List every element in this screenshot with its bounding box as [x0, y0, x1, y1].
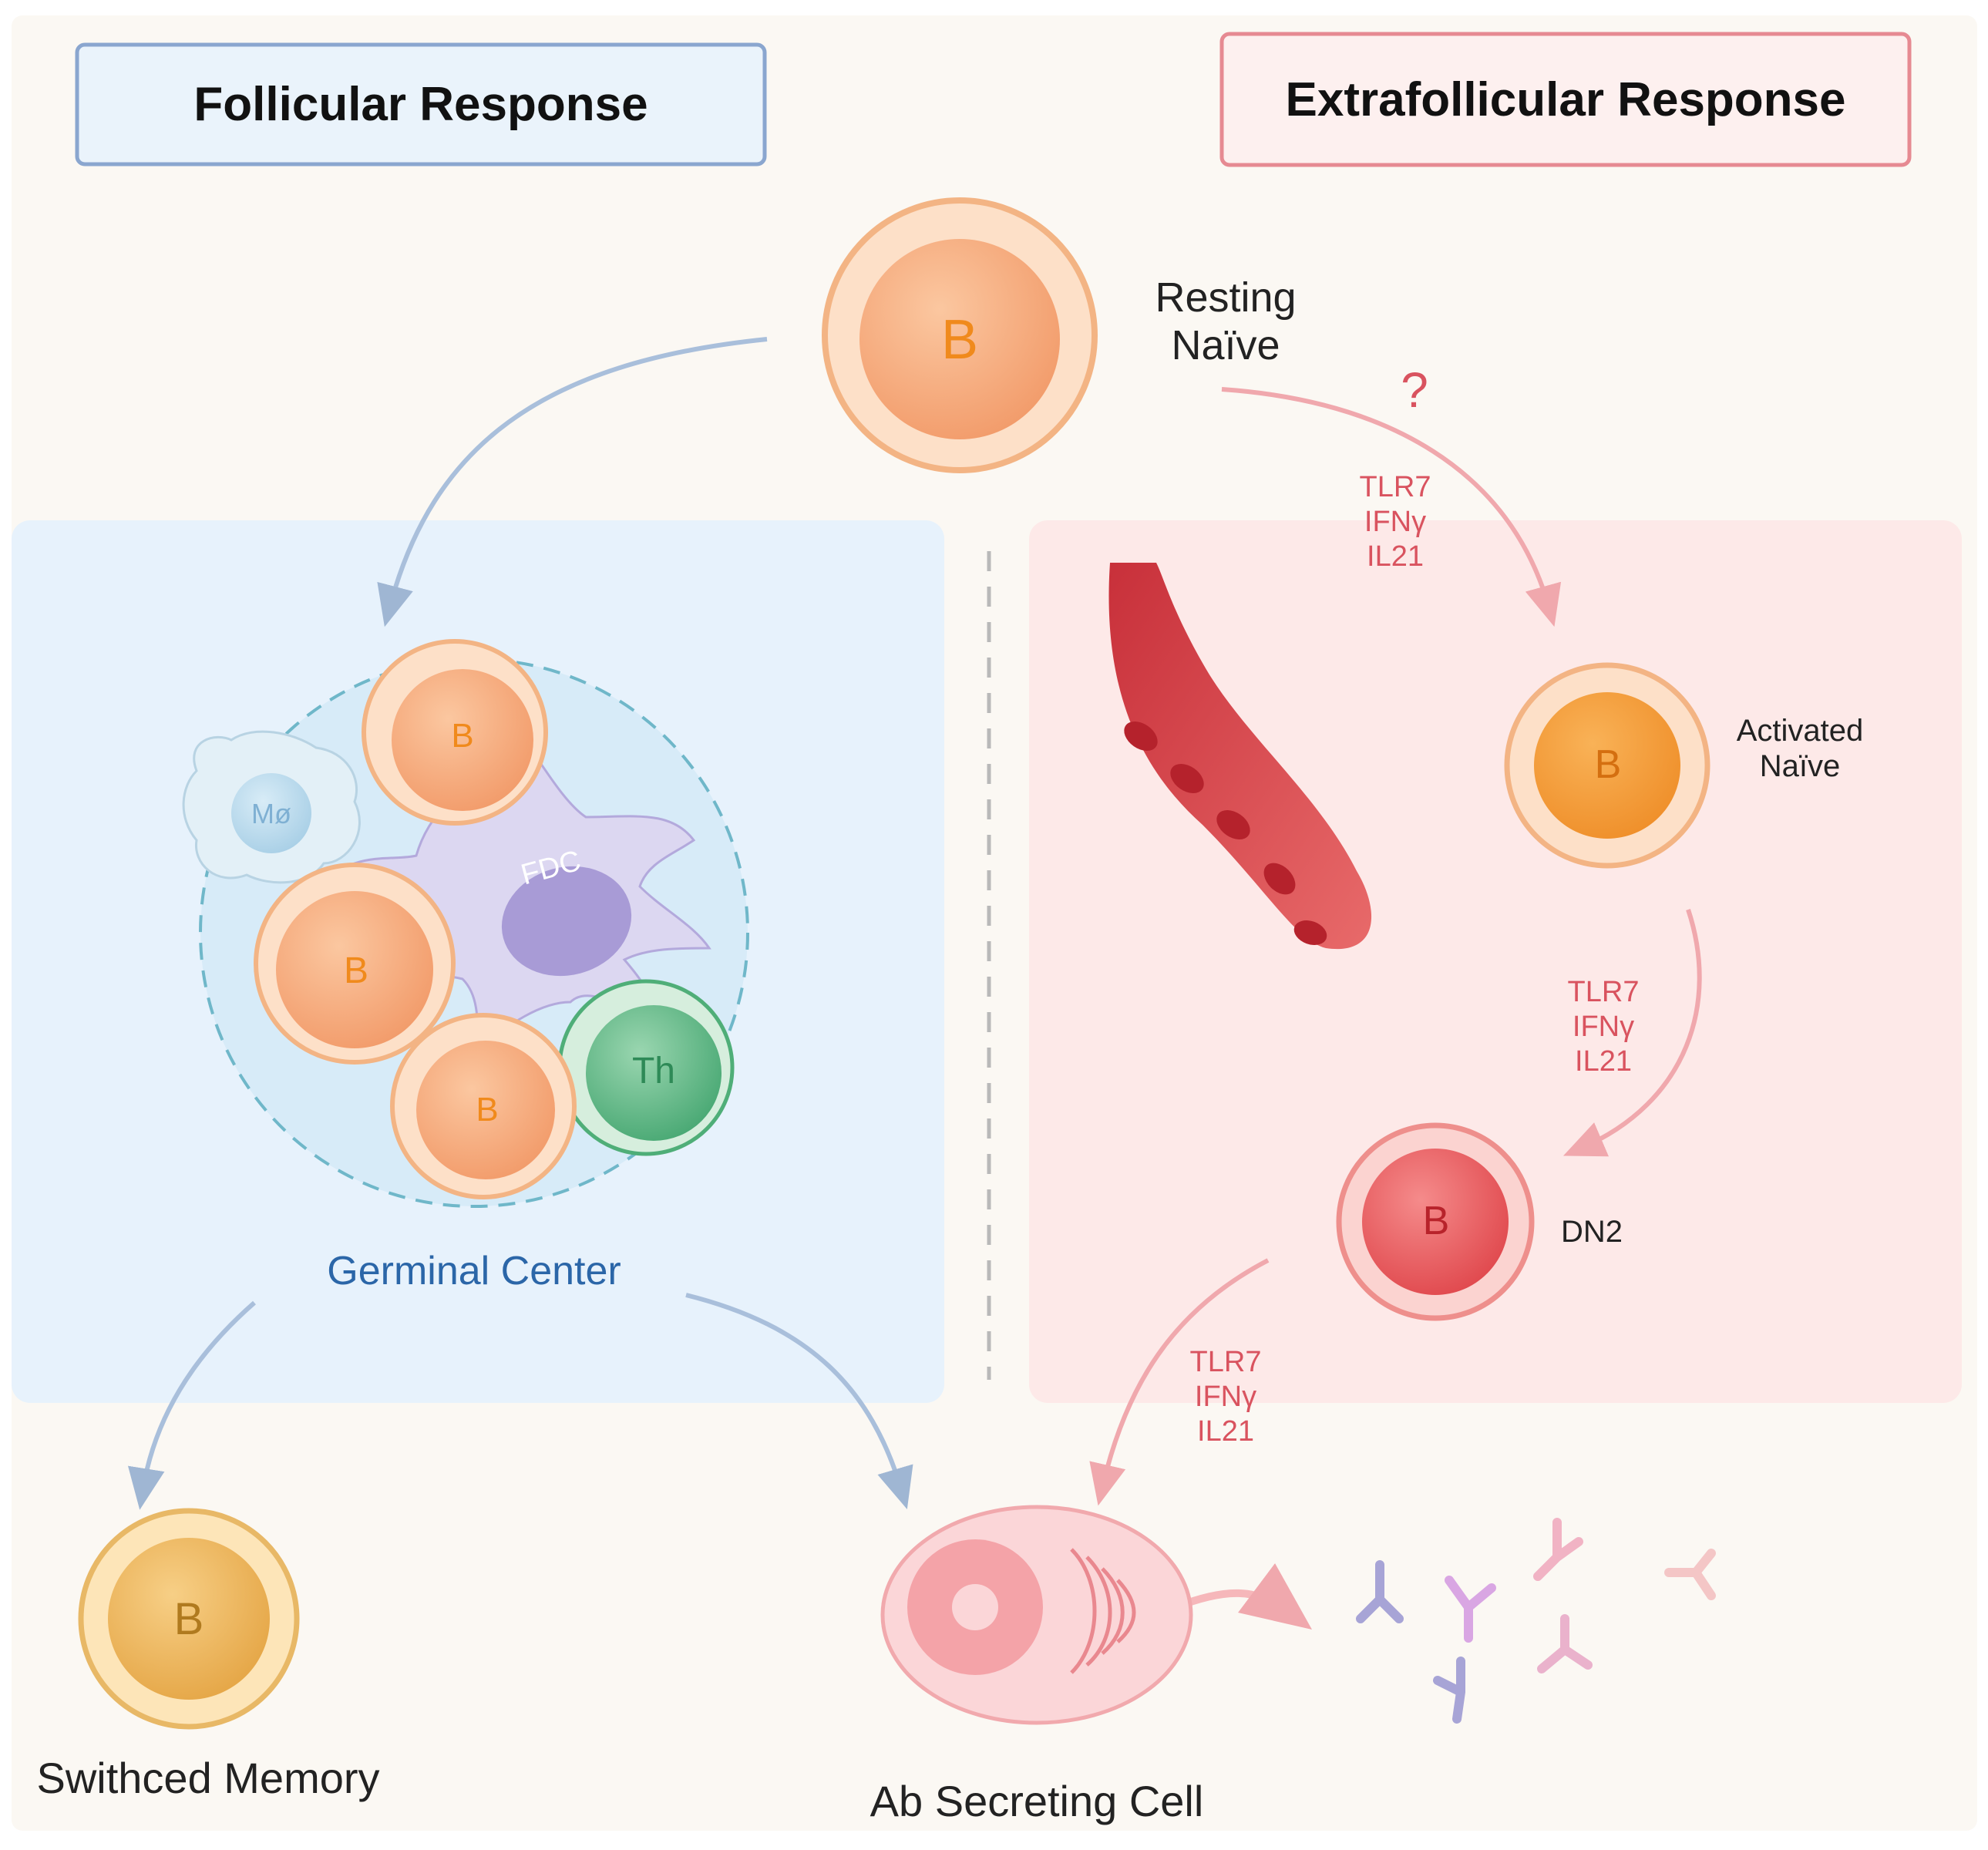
th-cell [557, 979, 735, 1156]
arrow-activated-to-dn2 [1562, 909, 1702, 1157]
th-label: Th [631, 1051, 675, 1092]
ab-secreting-cell-label: Ab Secreting Cell [870, 1777, 1204, 1825]
gc-b-cell-1-letter: B [451, 717, 474, 755]
activated-naive-b-cell [1504, 662, 1710, 869]
resting-naive-b-cell [822, 197, 1098, 473]
dn2-label: DN2 [1560, 1215, 1623, 1249]
activated-naive-letter: B [1594, 742, 1622, 787]
resting-naive-letter: B [940, 309, 979, 371]
question-mark: ? [1401, 362, 1428, 418]
switched-memory-letter: B [173, 1594, 204, 1644]
extrafollicular-panel [1029, 520, 1962, 1403]
germinal-center-label: Germinal Center [327, 1249, 621, 1293]
arrow-naive-to-activated [1221, 387, 1562, 627]
gc-b-cell-2-letter: B [343, 950, 368, 991]
switched-memory-b-cell [78, 1508, 300, 1730]
blood-vessel-icon [1108, 563, 1372, 950]
antibody-icon [1356, 1518, 1716, 1724]
resting-naive-label: Resting Naïve [1155, 274, 1297, 369]
arrow-asc-to-antibodies [1174, 1563, 1313, 1630]
gc-b-cell-3-letter: B [476, 1091, 499, 1128]
cytokines-step1: TLR7 IFNγ IL21 [1359, 471, 1431, 573]
ab-secreting-cell [880, 1505, 1193, 1725]
switched-memory-label: Swithced Memory [36, 1754, 380, 1802]
extrafollicular-response-header: Extrafollicular Response [1285, 72, 1846, 126]
cytokines-step3: TLR7 IFNγ IL21 [1189, 1346, 1262, 1448]
macrophage-label: Mø [251, 798, 291, 829]
arrow-gc-to-memory [127, 1300, 256, 1510]
arrow-gc-to-asc [685, 1293, 913, 1510]
dn2-b-cell [1336, 1122, 1535, 1321]
gc-b-cell-1 [362, 639, 548, 826]
cytokines-step2: TLR7 IFNγ IL21 [1567, 976, 1640, 1078]
arrow-dn2-to-asc [1089, 1258, 1270, 1506]
gc-b-cell-3 [390, 1013, 577, 1199]
activated-naive-label: Activated Naïve [1736, 714, 1864, 783]
follicular-response-header: Follicular Response [193, 78, 648, 131]
gc-b-cell-2 [254, 863, 456, 1065]
arrow-naive-to-gc [377, 337, 768, 627]
macrophage-cell [182, 730, 361, 884]
dn2-letter: B [1422, 1199, 1450, 1243]
